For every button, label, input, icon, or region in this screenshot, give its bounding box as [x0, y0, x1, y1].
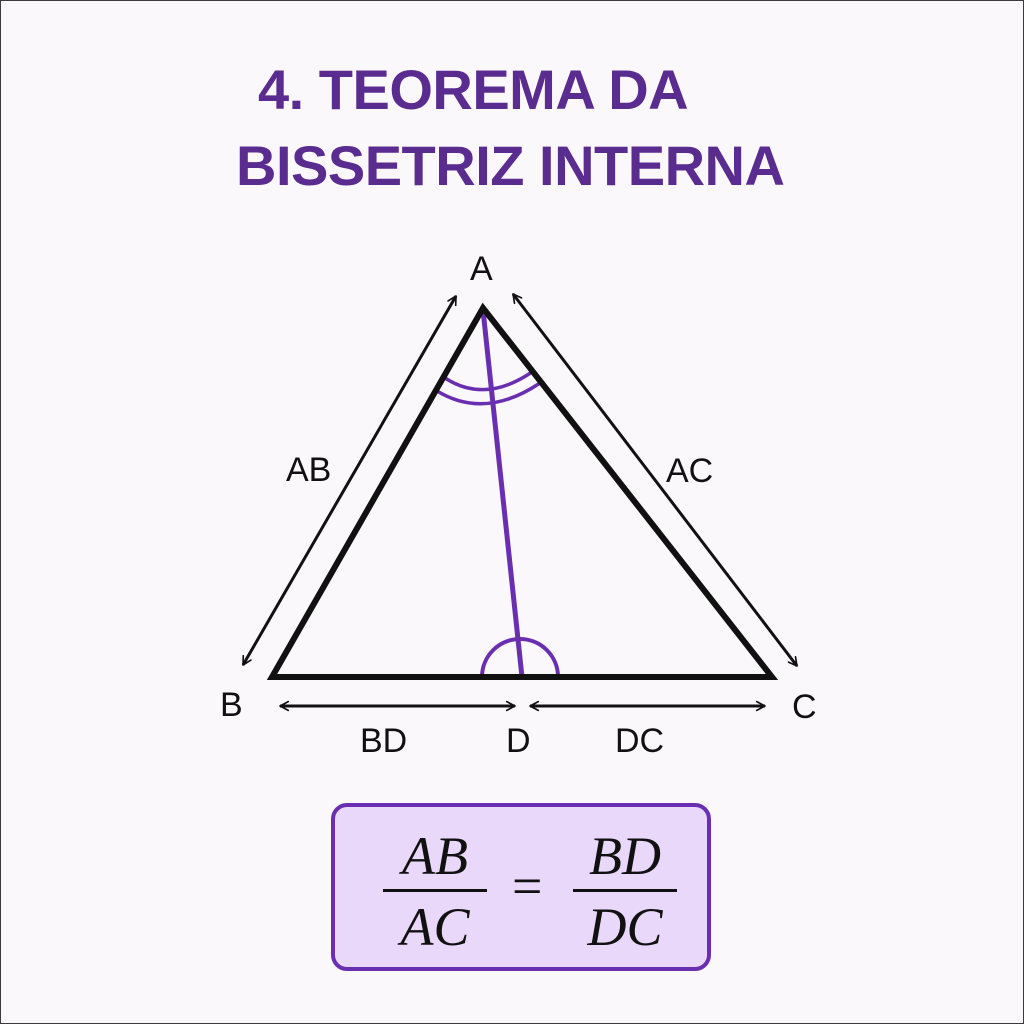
title-line-2: BISSETRIZ INTERNA: [236, 134, 785, 197]
fraction-numerator-bd: BD: [589, 826, 661, 886]
side-label-ab: AB: [286, 451, 331, 489]
formula-box: AB AC = BD DC: [331, 803, 711, 971]
equals-sign: =: [512, 856, 543, 916]
arrow-ac: [511, 293, 799, 667]
side-label-bd: BD: [360, 722, 407, 760]
fraction-denominator-dc: DC: [587, 897, 663, 957]
vertex-label-c: C: [792, 688, 817, 726]
vertex-label-a: A: [470, 250, 493, 288]
fraction-bar-left: [383, 889, 487, 892]
triangle-abc: [266, 302, 779, 680]
fraction-bd-dc: BD DC: [573, 829, 677, 954]
title-line-1: 4. TEOREMA DA: [258, 58, 689, 121]
vertex-label-d: D: [506, 722, 531, 760]
fraction-denominator-ac: AC: [400, 897, 470, 957]
angle-arc-a-inner: [444, 370, 533, 392]
arrow-ab: [241, 295, 458, 666]
vertex-label-b: B: [220, 686, 243, 724]
bisector-ad: [480, 309, 525, 678]
fraction-numerator-ab: AB: [402, 826, 468, 886]
fraction-bar-right: [573, 889, 677, 892]
fraction-ab-ac: AB AC: [383, 829, 487, 954]
side-label-dc: DC: [615, 722, 664, 760]
side-label-ac: AC: [666, 452, 713, 490]
angle-arc-a-outer: [436, 381, 541, 406]
